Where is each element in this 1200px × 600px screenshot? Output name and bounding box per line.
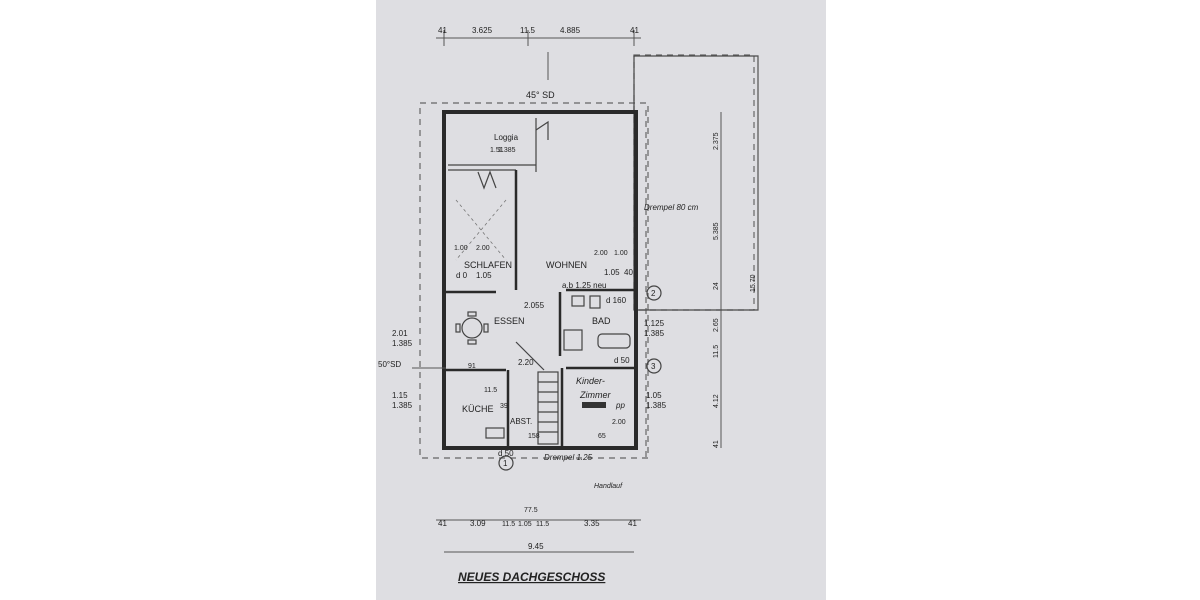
- chair-4: [483, 323, 489, 333]
- roof-pitch-left: 50°SD: [378, 360, 401, 369]
- liv-v1: 2.00: [594, 250, 608, 257]
- right-dim-2: 5.385: [713, 222, 720, 240]
- bed-hatch-1: [455, 199, 507, 261]
- stair: [537, 371, 559, 445]
- loggia-dim-a: 1.51: [490, 147, 504, 154]
- room-child-2: Zimmer: [579, 390, 611, 400]
- right-inner-4: 1.385: [646, 401, 667, 410]
- bath-d: d 160: [606, 296, 627, 305]
- room-bedroom: SCHLAFEN: [464, 260, 512, 270]
- right-dim-1: 2.375: [713, 132, 720, 150]
- stair-dim: 2.20: [518, 358, 534, 367]
- right-dim-6: 4.12: [713, 394, 720, 408]
- liv-d: 40: [624, 268, 633, 277]
- kid-h: 2.00: [612, 419, 626, 426]
- right-dim-4: 2.65: [713, 318, 720, 332]
- marker-1: 1: [503, 459, 508, 468]
- right-dim-7: 41: [713, 440, 720, 448]
- plan-title: NEUES DACHGESCHOSS: [458, 570, 605, 584]
- wardrobe-doors: [477, 170, 497, 190]
- shower: [563, 329, 583, 351]
- left-dim-2: 1.385: [392, 339, 413, 348]
- top-dim-1: 41: [438, 26, 447, 35]
- stair-d: d 50: [614, 356, 630, 365]
- marker-1-circle: [498, 455, 514, 471]
- right-roof-outline: [633, 54, 755, 311]
- bed-v1: 2.00: [476, 245, 490, 252]
- roof-outline: [419, 102, 649, 459]
- floor-plan: 41 3.625 11.5 4.885 41 45° SD Loggia 1.5…: [378, 26, 759, 584]
- left-dim-1: 2.01: [392, 329, 408, 338]
- liv-v2: 1.00: [614, 250, 628, 257]
- bed-v2: 1.00: [454, 245, 468, 252]
- left-dim-4: 1.385: [392, 401, 413, 410]
- bed-d: d 0: [456, 271, 468, 280]
- marker-3: 3: [651, 362, 656, 371]
- exterior-walls: [442, 110, 638, 450]
- kitchen-sink: [485, 427, 505, 439]
- bottom-d: d 50: [498, 449, 514, 458]
- marker-3-circle: [646, 358, 662, 374]
- room-bath: BAD: [592, 316, 611, 326]
- kid-d: 65: [598, 433, 606, 440]
- right-inner-2: 1.385: [644, 329, 665, 338]
- bottom-dim-5: 11.5: [536, 521, 549, 528]
- kit-h: 11.5: [484, 387, 497, 394]
- top-dim-2: 3.625: [472, 26, 493, 35]
- bottom-total: 9.45: [528, 542, 544, 551]
- chair-1: [467, 311, 477, 317]
- bottom-dim-4: 1.05: [518, 521, 532, 528]
- bottom-dim-2: 3.09: [470, 519, 486, 528]
- room-child-1: Kinder-: [576, 376, 605, 386]
- roof-pitch-top: 45° SD: [526, 90, 555, 100]
- plan-sheet: 41 3.625 11.5 4.885 41 45° SD Loggia 1.5…: [376, 0, 826, 600]
- marker-2: 2: [651, 289, 656, 298]
- room-loggia: Loggia: [494, 133, 519, 142]
- bed-w: 1.05: [476, 271, 492, 280]
- annex-outline: [633, 55, 759, 311]
- bottom-dim-3: 11.5: [502, 521, 515, 528]
- top-dim-5: 41: [630, 26, 639, 35]
- bed-hatch-2: [455, 199, 507, 261]
- hall-diag: [515, 341, 545, 371]
- bath-w: a.b 1.25 neu: [562, 281, 606, 290]
- child-room-redaction: [582, 402, 606, 408]
- room-dining: ESSEN: [494, 316, 525, 326]
- bottom-dim-6: 3.35: [584, 519, 600, 528]
- bottom-dim-7: 41: [628, 519, 637, 528]
- chair-3: [455, 323, 461, 333]
- kit-w: 39: [500, 403, 508, 410]
- dining-table: [461, 317, 483, 339]
- bottom-mid: 77.5: [524, 507, 538, 514]
- bathtub: [597, 333, 631, 349]
- bath-basin: [571, 295, 585, 307]
- knee-wall-right: Drempel 80 cm: [644, 203, 699, 212]
- room-storage: ABST.: [510, 417, 532, 426]
- chair-2: [467, 339, 477, 345]
- right-dim-3: 24: [713, 282, 720, 290]
- right-dim-5: 11.5: [713, 345, 720, 358]
- top-dim-4: 4.885: [560, 26, 581, 35]
- handwritten-note: Handlauf: [594, 483, 623, 490]
- abst-h: 158: [528, 433, 540, 440]
- knee-wall-bottom: Drempel 1.25: [544, 453, 593, 462]
- room-child-suffix: pp: [615, 401, 625, 410]
- bottom-dim-1: 41: [438, 519, 447, 528]
- top-dim-3: 11.5: [520, 26, 536, 35]
- right-dims: 2.375 5.385 24 2.65 11.5 4.12 41 15.70: [713, 132, 757, 448]
- room-kitchen: KÜCHE: [462, 404, 494, 414]
- left-dim-3: 1.15: [392, 391, 408, 400]
- loggia-door: [535, 120, 549, 140]
- marker-2-circle: [646, 285, 662, 301]
- right-inner-3: 1.05: [646, 391, 662, 400]
- right-total: 15.70: [750, 274, 757, 292]
- loggia-dim-b: 1.385: [498, 147, 516, 154]
- hall-dim: 2.055: [524, 301, 545, 310]
- bath-toilet: [589, 295, 601, 309]
- room-living: WOHNEN: [546, 260, 587, 270]
- din-h: 91: [468, 363, 476, 370]
- liv-w: 1.05: [604, 268, 620, 277]
- right-inner-1: 1.125: [644, 319, 665, 328]
